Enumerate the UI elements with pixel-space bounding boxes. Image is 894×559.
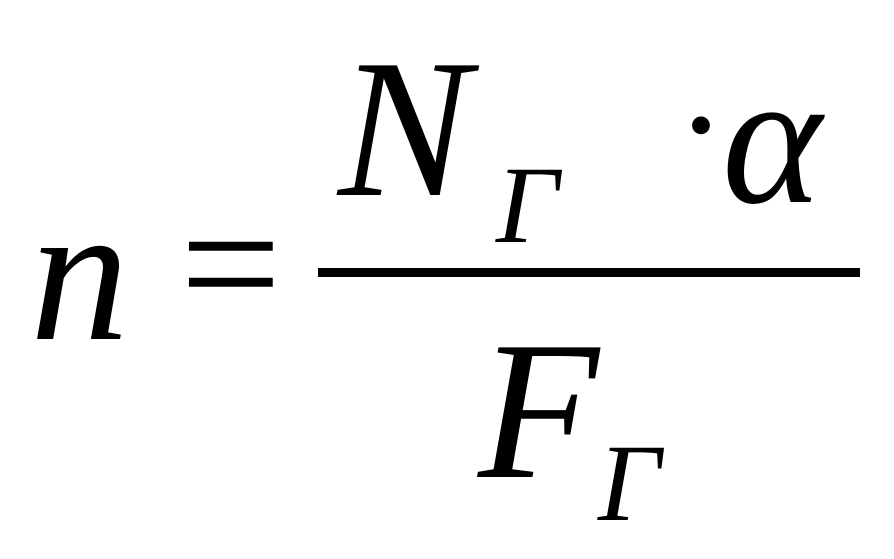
- denominator-subscript: Γ: [598, 422, 661, 544]
- fraction-bar: [318, 268, 860, 277]
- equals-sign: =: [180, 164, 282, 363]
- numerator-main-symbol: N: [338, 19, 471, 238]
- alpha-symbol: α: [722, 34, 822, 244]
- numerator-subscript: Γ: [496, 144, 559, 266]
- multiplication-dot: ·: [676, 42, 726, 208]
- denominator-main-symbol: F: [478, 301, 599, 520]
- formula-lhs-variable: n: [30, 163, 129, 382]
